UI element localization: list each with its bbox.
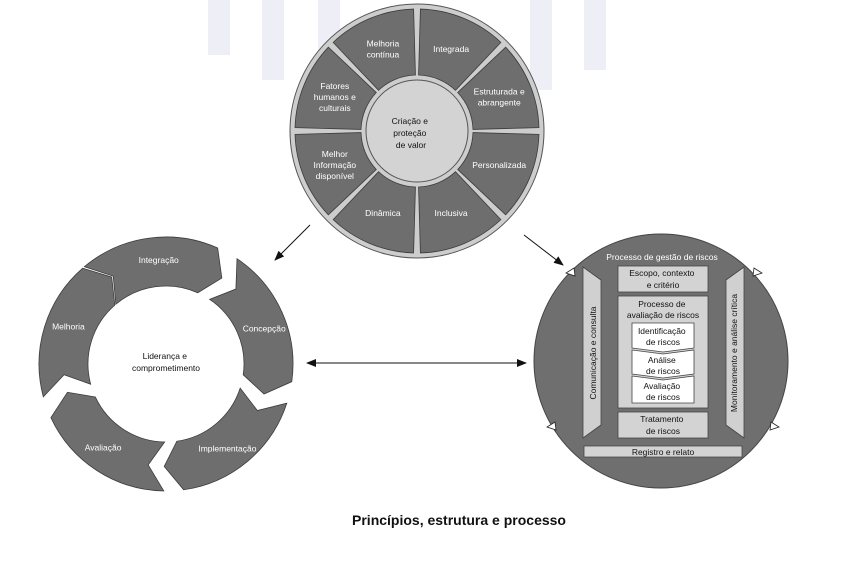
diagram-caption: Princípios, estrutura e processo bbox=[352, 512, 566, 528]
principle-segment-estruturada-e-abrangente bbox=[457, 46, 540, 130]
principle-label-integrada: Integrada bbox=[433, 44, 469, 54]
framework-label-avaliacao: Avaliação bbox=[85, 443, 122, 453]
framework-segment-implementacao bbox=[163, 387, 288, 491]
arrow-principles-to-process bbox=[523, 234, 564, 266]
feedback-triangle-top-left bbox=[565, 267, 576, 277]
identification-label: Identificação de riscos bbox=[638, 326, 688, 347]
principles-hub bbox=[365, 79, 469, 183]
principle-segment-personalizada bbox=[457, 132, 540, 216]
principle-label-inclusiva: Inclusiva bbox=[435, 208, 468, 218]
principle-segment-melhor-informacao-disponivel bbox=[294, 132, 377, 216]
analysis-label: Análise de riscos bbox=[646, 355, 680, 376]
process-title: Processo de gestão de riscos bbox=[606, 252, 718, 262]
principle-label-personalizada: Personalizada bbox=[472, 160, 526, 170]
principle-segment-integrada bbox=[418, 8, 502, 91]
feedback-triangle-top-right bbox=[752, 267, 763, 277]
identification-box bbox=[631, 322, 695, 353]
principle-label-dinamica: Dinâmica bbox=[365, 208, 401, 218]
analysis-box bbox=[631, 349, 695, 379]
framework-segment-melhoria bbox=[38, 267, 116, 398]
scope-box bbox=[617, 265, 709, 293]
scope-label: Escopo, contexto e critério bbox=[629, 268, 697, 290]
framework-center-label: Liderança e comprometimento bbox=[132, 351, 200, 373]
feedback-triangle-bottom-left bbox=[546, 421, 557, 431]
principles-center-label: Criação e proteção de valor bbox=[392, 116, 431, 150]
principle-segment-dinamica bbox=[332, 171, 416, 254]
evaluation-label: Avaliação de riscos bbox=[643, 381, 682, 402]
framework-label-melhoria: Melhoria bbox=[52, 322, 85, 332]
feedback-triangle-bottom-right bbox=[769, 421, 780, 431]
treatment-box bbox=[617, 411, 709, 439]
assessment-label: Processo de avaliação de riscos bbox=[627, 299, 699, 320]
communication-label: Comunicação e consulta bbox=[588, 306, 598, 399]
recording-label: Registro e relato bbox=[632, 447, 695, 457]
framework-label-implementacao: Implementação bbox=[198, 444, 256, 454]
framework-label-concepcao: Concepção bbox=[243, 323, 286, 333]
arrow-principles-to-framework bbox=[274, 224, 311, 261]
principle-segment-melhoria-continua bbox=[332, 8, 416, 91]
monitoring-label: Monitoramento e análise crítica bbox=[729, 294, 739, 412]
principle-segment-inclusiva bbox=[418, 171, 502, 254]
process-diagram: Processo de gestão de riscos Comunicação… bbox=[533, 233, 789, 489]
framework-segment-concepcao bbox=[208, 257, 294, 395]
evaluation-box bbox=[631, 375, 695, 404]
framework-segment-integracao bbox=[83, 236, 223, 306]
treatment-label: Tratamento de riscos bbox=[640, 414, 686, 436]
framework-segment-avaliacao bbox=[50, 391, 166, 492]
framework-label-integracao: Integração bbox=[139, 255, 179, 265]
recording-bar bbox=[583, 445, 743, 458]
principle-segment-fatores-humanos-e-culturais bbox=[294, 46, 377, 130]
monitoring-bar bbox=[725, 266, 745, 439]
communication-bar bbox=[582, 266, 602, 439]
